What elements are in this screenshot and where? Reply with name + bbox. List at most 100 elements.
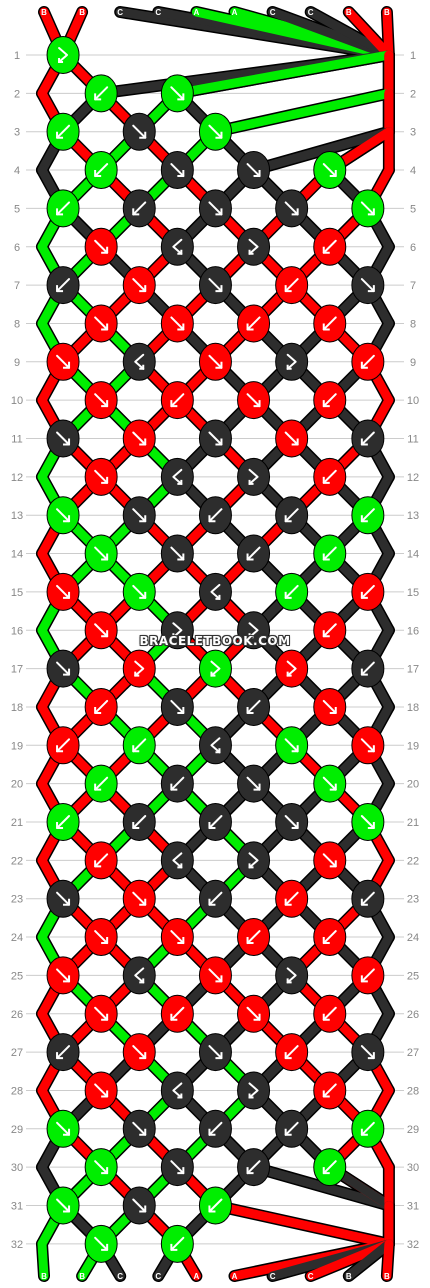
arrow-shaft xyxy=(56,278,71,293)
string-label-top: C xyxy=(155,8,161,17)
arrow-head xyxy=(139,1128,147,1136)
knot xyxy=(198,1033,232,1072)
arrow-head xyxy=(360,898,368,906)
arrow-head xyxy=(132,208,140,216)
arrow-shaft xyxy=(56,661,71,676)
knot-C xyxy=(198,726,232,765)
knot xyxy=(198,803,232,841)
arrow-head xyxy=(177,706,185,714)
knot xyxy=(275,803,309,841)
arrow-shaft xyxy=(94,86,109,101)
row-number-left: 18 xyxy=(11,702,23,714)
arrow-bend xyxy=(134,967,145,984)
knot-B xyxy=(122,649,156,688)
arrow-head xyxy=(139,131,147,139)
arrow-shaft xyxy=(56,584,71,599)
row-number-right: 8 xyxy=(410,318,416,330)
knot xyxy=(313,457,347,496)
arrow-shaft xyxy=(284,891,299,906)
arrow-head xyxy=(360,668,368,676)
knot xyxy=(122,1186,156,1225)
arrow-shaft xyxy=(284,508,299,523)
arrow-head xyxy=(284,591,292,599)
knot xyxy=(122,649,156,688)
knot xyxy=(46,879,80,918)
arrow-head xyxy=(177,170,185,178)
arrow-head xyxy=(139,364,145,370)
arrow-head xyxy=(367,208,375,216)
knot-C xyxy=(237,227,271,266)
arrow-head xyxy=(322,1013,330,1021)
arrow-head xyxy=(170,400,178,408)
arrow-shaft xyxy=(56,508,71,523)
row-number-right: 3 xyxy=(410,127,416,139)
arrow-shaft xyxy=(132,815,147,829)
knot-grid xyxy=(46,36,385,1263)
thread-segment-A xyxy=(172,50,394,98)
arrow-shaft xyxy=(284,815,299,829)
arrow-shaft xyxy=(360,508,375,523)
row-number-left: 11 xyxy=(11,434,22,446)
knot xyxy=(84,841,118,880)
knot xyxy=(160,687,194,726)
knot-C xyxy=(122,956,156,995)
knot xyxy=(351,496,385,535)
thread-segment-B xyxy=(382,7,394,60)
knot xyxy=(46,36,80,74)
arrow-head xyxy=(101,937,109,945)
row-number-left: 26 xyxy=(11,1009,23,1021)
arrow-head xyxy=(101,630,109,638)
knot xyxy=(122,419,156,458)
arrow-shaft xyxy=(132,508,147,523)
arrow-head xyxy=(139,1052,147,1060)
knot xyxy=(46,649,80,688)
knot xyxy=(46,419,80,458)
arrow-head xyxy=(101,1167,109,1175)
arrow-shaft xyxy=(170,546,185,561)
string-label-top: B xyxy=(384,8,390,17)
thread-segment-C xyxy=(344,1239,394,1281)
knot-C xyxy=(275,342,309,381)
row-number-right: 10 xyxy=(407,395,419,407)
row-number-right: 17 xyxy=(407,664,419,676)
arrow-head xyxy=(360,515,368,523)
arrow-head xyxy=(177,863,183,869)
string-label-top: B xyxy=(79,8,85,17)
string-label-top: B xyxy=(41,8,47,17)
arrow-shaft xyxy=(208,201,223,216)
knot-C xyxy=(160,841,194,880)
knot-C xyxy=(237,841,271,880)
arrow-shaft xyxy=(94,546,109,561)
arrow-head xyxy=(94,93,102,101)
row-number-left: 27 xyxy=(11,1047,23,1059)
arrow-head xyxy=(63,1128,71,1136)
row-number-right: 4 xyxy=(410,165,416,177)
row-number-left: 29 xyxy=(11,1124,23,1136)
arrow-shaft xyxy=(246,930,261,945)
knot xyxy=(313,918,347,957)
knot xyxy=(351,189,385,228)
knot xyxy=(351,1109,385,1148)
arrow-head xyxy=(172,633,178,639)
row-number-left: 30 xyxy=(11,1162,23,1174)
arrow-head xyxy=(291,745,299,753)
row-number-right: 9 xyxy=(410,357,416,369)
arrow-head xyxy=(170,1013,178,1021)
arrow-shaft xyxy=(94,623,109,638)
knot xyxy=(275,266,309,305)
row-number-left: 5 xyxy=(14,203,20,215)
arrow-shaft xyxy=(56,891,71,906)
row-number-left: 8 xyxy=(14,318,20,330)
arrow-shaft xyxy=(94,1160,109,1175)
knot xyxy=(84,1148,118,1187)
arrow-shaft xyxy=(208,431,223,446)
row-number-left: 20 xyxy=(11,779,23,791)
arrow-head xyxy=(248,633,254,639)
thread-segment-B xyxy=(210,1201,394,1249)
knot-A xyxy=(46,36,80,74)
knot xyxy=(122,803,156,841)
arrow-shaft xyxy=(322,1083,337,1098)
knot xyxy=(198,112,232,151)
knot xyxy=(46,1109,80,1148)
